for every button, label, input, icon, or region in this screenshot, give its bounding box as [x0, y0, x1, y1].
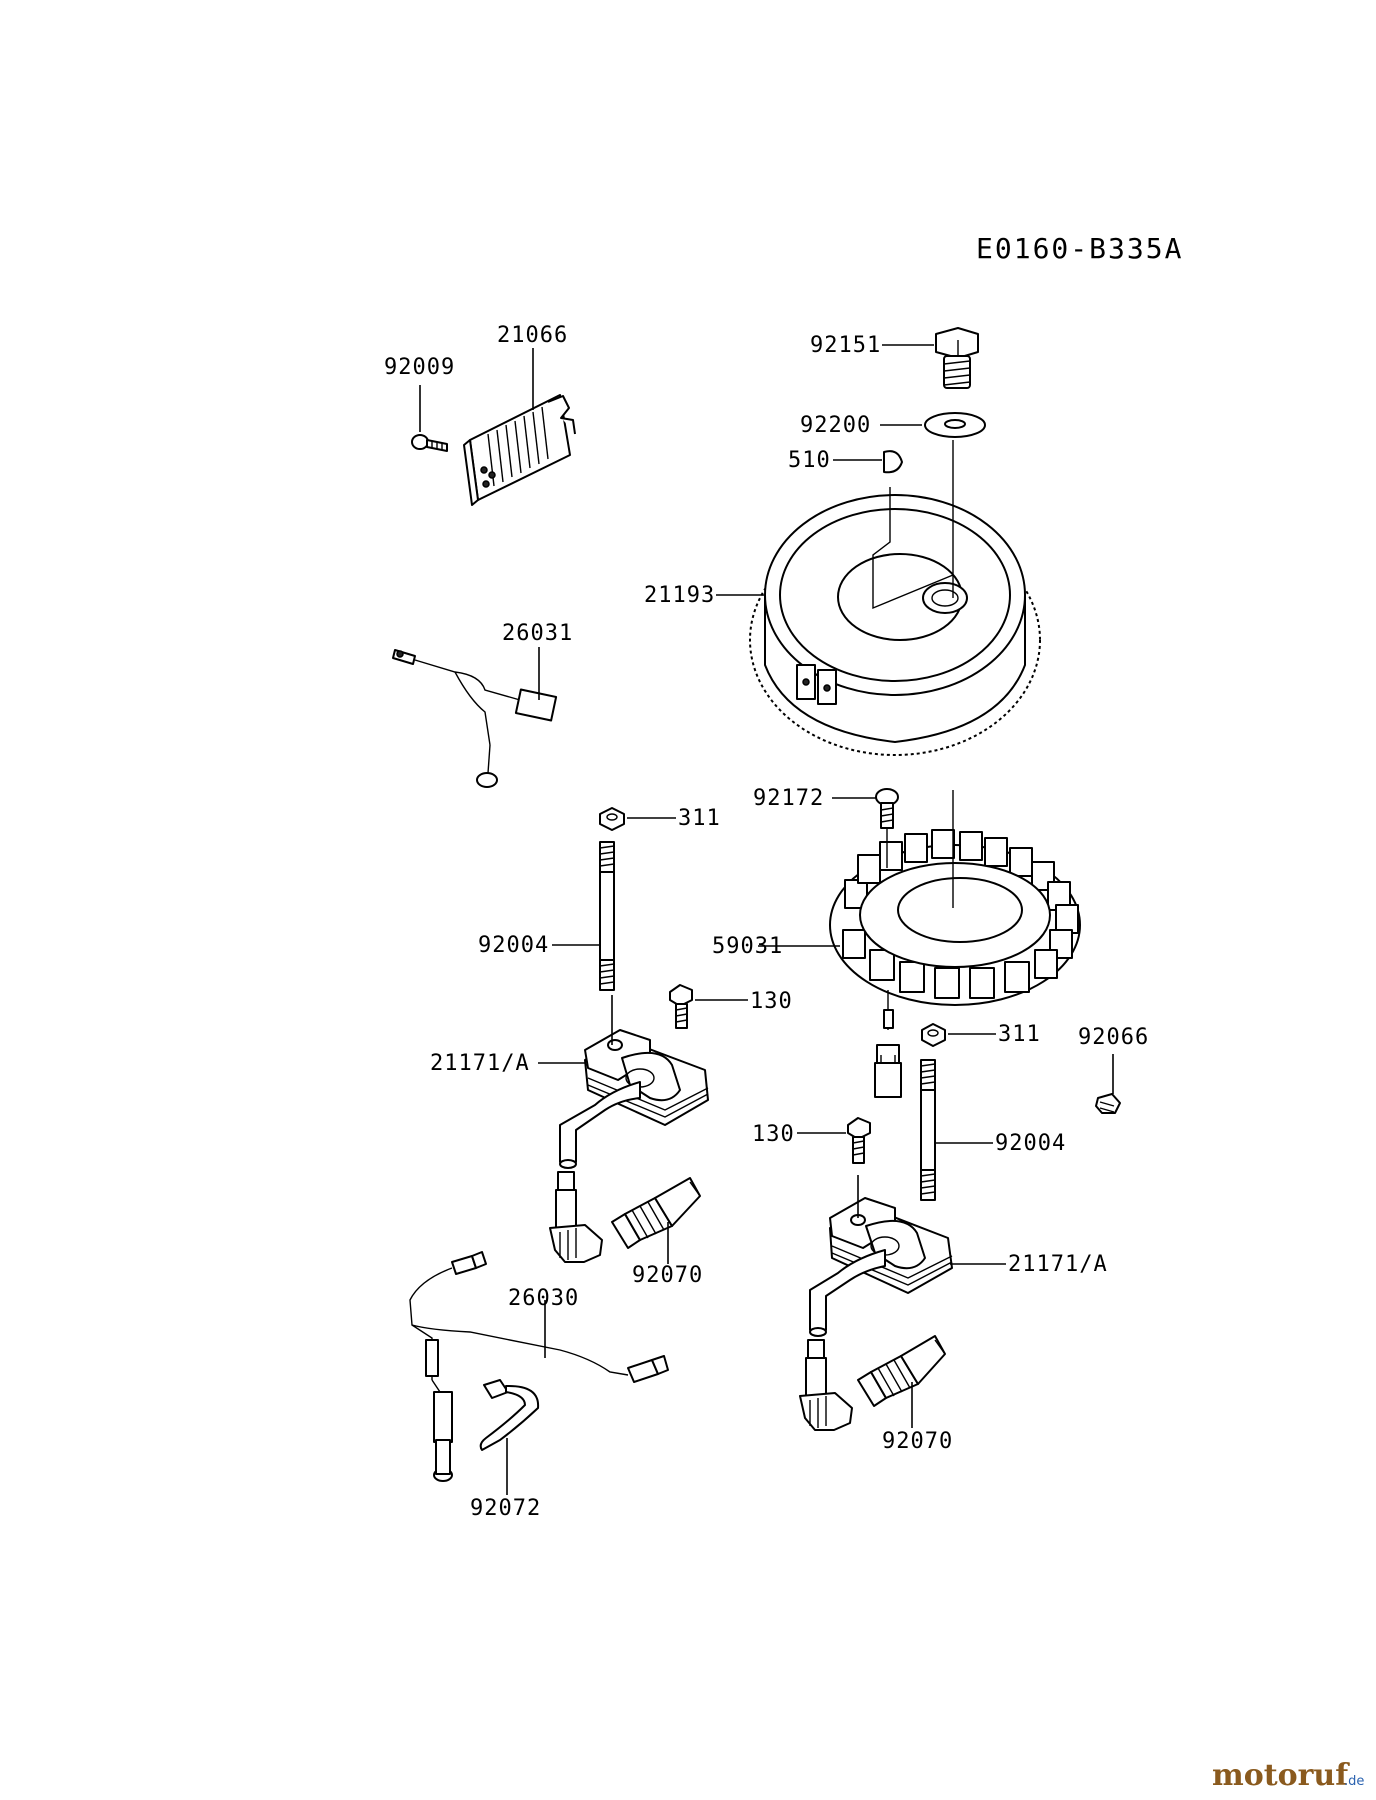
ignition-coil-21171a-left — [549, 1029, 709, 1263]
band-92072 — [479, 1379, 540, 1451]
label-92172: 92172 — [753, 786, 824, 811]
stator-59031 — [829, 790, 1081, 1098]
label-92066: 92066 — [1078, 1025, 1149, 1050]
label-59031: 59031 — [712, 934, 783, 959]
watermark-domain: .de — [1344, 1774, 1364, 1789]
watermark-logo: motoruf — [1212, 1758, 1350, 1793]
label-26030: 26030 — [508, 1286, 579, 1311]
label-510: 510 — [788, 448, 831, 473]
label-26031: 26031 — [502, 621, 573, 646]
label-92070-right: 92070 — [882, 1429, 953, 1454]
nut-311-left — [599, 807, 625, 831]
label-21171a-right: 21171/A — [1008, 1252, 1108, 1277]
label-92200: 92200 — [800, 413, 871, 438]
wire-harness-26030 — [409, 1251, 669, 1482]
label-130-right: 130 — [752, 1122, 795, 1147]
spark-plug-92070-left — [611, 1177, 701, 1249]
label-92072: 92072 — [470, 1496, 541, 1521]
label-21171a-left: 21171/A — [430, 1051, 530, 1076]
screw-92172 — [875, 788, 899, 829]
nut-311-right — [921, 1023, 946, 1047]
washer-92200 — [924, 412, 986, 438]
label-311-left: 311 — [678, 806, 721, 831]
label-92070-left: 92070 — [632, 1263, 703, 1288]
diagram-reference-code: E0160-B335A — [976, 232, 1183, 265]
plug-92066 — [1095, 1093, 1121, 1114]
flywheel-21193 — [749, 440, 1041, 756]
label-311-right: 311 — [998, 1022, 1041, 1047]
label-92151: 92151 — [810, 333, 881, 358]
label-92004-right: 92004 — [995, 1131, 1066, 1156]
bolt-92151 — [935, 327, 979, 389]
screw-92009 — [411, 434, 448, 452]
label-92009: 92009 — [384, 355, 455, 380]
bolt-130-right — [847, 1117, 871, 1164]
ignition-coil-21171a-right — [799, 1197, 953, 1431]
label-21193: 21193 — [644, 583, 715, 608]
stud-92004-right — [920, 1059, 936, 1201]
spark-plug-92070-right — [857, 1335, 946, 1407]
regulator-21066 — [463, 394, 576, 506]
label-130-left: 130 — [750, 989, 793, 1014]
bolt-130-left — [669, 984, 693, 1029]
label-92004-left: 92004 — [478, 933, 549, 958]
key-510 — [883, 450, 903, 474]
label-21066: 21066 — [497, 323, 568, 348]
lead-26031 — [392, 649, 558, 788]
stud-92004-left — [599, 841, 615, 991]
